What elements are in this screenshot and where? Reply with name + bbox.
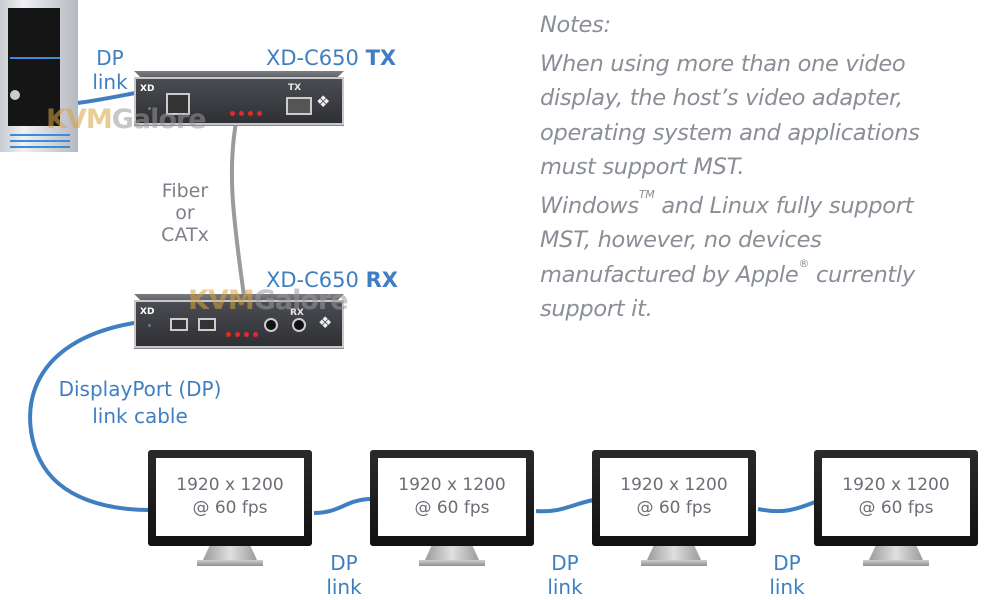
label-line: link <box>769 575 805 599</box>
label-line: Fiber <box>161 180 209 202</box>
monitor-3: 1920 x 1200 @ 60 fps <box>592 450 756 570</box>
label-line: DP <box>773 551 801 575</box>
logo-icon: ❖ <box>316 92 331 111</box>
status-led <box>148 324 151 327</box>
video-port-icon <box>286 97 312 115</box>
monitor-resolution: 1920 x 1200 <box>176 475 284 495</box>
fiber-catx-label: Fiber or CATx <box>150 180 220 246</box>
notes-paragraph-1: When using more than one video display, … <box>540 50 920 181</box>
monitor-refresh-rate: @ 60 fps <box>192 498 268 518</box>
monitor-refresh-rate: @ 60 fps <box>858 498 934 518</box>
tx-model: XD-C650 <box>266 46 359 70</box>
rx-unit-title: XD-C650 RX <box>266 268 398 292</box>
notes-paragraph-2: WindowsTM and Linux fully support MST, h… <box>540 189 920 327</box>
led-row <box>230 101 266 120</box>
chain-dp-link-label-2: DP link <box>543 551 587 599</box>
usb-port-icon <box>170 318 188 331</box>
rx-model: XD-C650 <box>266 268 359 292</box>
registered-symbol: ® <box>798 256 810 270</box>
audio-jack-icon <box>264 318 278 332</box>
chain-cable-1 <box>313 497 371 515</box>
monitor-refresh-rate: @ 60 fps <box>414 498 490 518</box>
tx-suffix: TX <box>365 46 397 70</box>
label-line: DP <box>551 551 579 575</box>
watermark: KVMGalore <box>46 104 207 135</box>
rx-to-monitor1-cable <box>28 320 151 512</box>
monitor-resolution: 1920 x 1200 <box>620 475 728 495</box>
label-line: DP <box>330 551 358 575</box>
displayport-cable-label: DisplayPort (DP) link cable <box>50 376 230 430</box>
monitor-refresh-rate: @ 60 fps <box>636 498 712 518</box>
notes-text: and Linux fully support MST, however, no… <box>540 192 914 288</box>
watermark-part1: KVM <box>46 104 113 135</box>
network-port-icon <box>166 93 190 115</box>
watermark-part2: Galore <box>253 285 349 316</box>
notes-heading: Notes: <box>540 12 611 38</box>
host-computer <box>0 0 78 152</box>
rx-unit: XD RX ❖ <box>134 294 344 348</box>
label-line: DP <box>96 46 124 70</box>
chain-dp-link-label-1: DP link <box>322 551 366 599</box>
chain-dp-link-label-3: DP link <box>765 551 809 599</box>
chain-cable-2 <box>535 498 594 514</box>
host-dp-link-label: DP link <box>88 46 132 94</box>
label-line: link <box>92 70 128 94</box>
usb-port-icon <box>198 318 216 331</box>
label-line: link cable <box>92 404 188 428</box>
notes-text: currently support it. <box>540 261 915 323</box>
watermark: KVMGalore <box>188 285 349 316</box>
fiber-catx-cable <box>229 121 246 297</box>
monitor-resolution: 1920 x 1200 <box>842 475 950 495</box>
rx-suffix: RX <box>365 268 398 292</box>
watermark-part1: KVM <box>188 285 255 316</box>
monitor-4: 1920 x 1200 @ 60 fps <box>814 450 978 570</box>
trademark-symbol: TM <box>638 187 655 201</box>
logo-icon: ❖ <box>318 313 333 332</box>
tx-panel-label: TX <box>288 83 302 93</box>
notes-panel: Notes: When using more than one video di… <box>540 8 960 331</box>
label-line: link <box>547 575 583 599</box>
notes-text: Windows <box>540 192 639 219</box>
label-line: or <box>175 202 195 224</box>
tx-unit: XD TX ❖ <box>134 71 344 125</box>
chain-cable-3 <box>757 500 816 514</box>
audio-jack-icon <box>292 318 306 332</box>
rx-brand-label: XD <box>140 307 155 317</box>
tx-brand-label: XD <box>140 84 155 94</box>
monitor-2: 1920 x 1200 @ 60 fps <box>370 450 534 570</box>
monitor-1: 1920 x 1200 @ 60 fps <box>148 450 312 570</box>
label-line: link <box>326 575 362 599</box>
tx-unit-title: XD-C650 TX <box>266 46 396 70</box>
watermark-part2: Galore <box>111 104 207 135</box>
rx-panel-label: RX <box>290 308 304 318</box>
monitor-resolution: 1920 x 1200 <box>398 475 506 495</box>
led-row <box>226 322 262 341</box>
status-led <box>148 107 151 110</box>
label-line: DisplayPort (DP) <box>58 377 222 401</box>
label-line: CATx <box>161 224 209 246</box>
